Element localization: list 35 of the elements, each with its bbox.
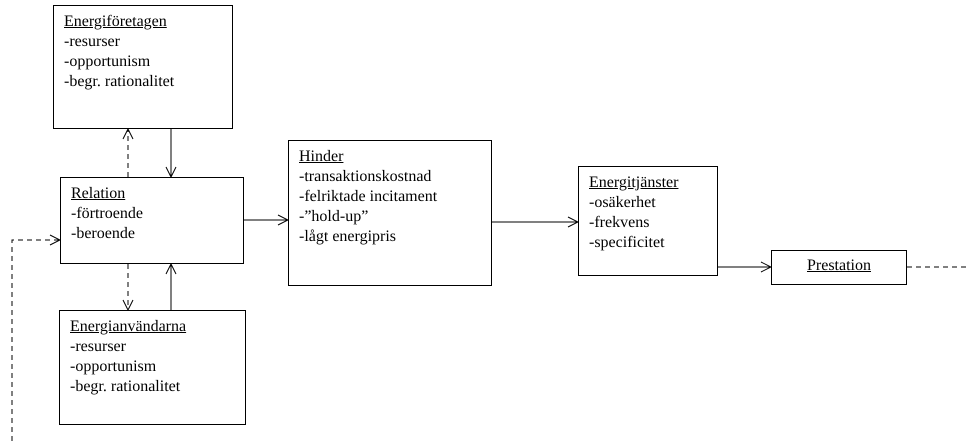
box-heading: Prestation xyxy=(806,256,872,276)
list-item: -osäkerhet xyxy=(589,193,657,213)
arrow xyxy=(244,214,288,226)
list-item: -opportunism xyxy=(70,357,158,377)
box-heading: Energitjänster xyxy=(589,173,680,193)
list-item: -specificitet xyxy=(589,233,666,253)
list-item: -begr. rationalitet xyxy=(64,72,176,92)
arrow xyxy=(122,128,134,178)
list-item: -förtroende xyxy=(71,204,144,224)
process-box xyxy=(59,310,246,425)
arrow xyxy=(166,264,176,310)
process-box xyxy=(771,250,907,285)
list-item: -lågt energipris xyxy=(299,227,398,247)
list-item: -beroende xyxy=(71,224,136,244)
box-heading: Energianvändarna xyxy=(70,317,188,337)
list-item: -resurser xyxy=(70,337,127,357)
list-item: -transaktionskostnad xyxy=(299,167,432,187)
list-item: -”hold-up” xyxy=(299,207,370,227)
process-box xyxy=(288,140,492,286)
arrow xyxy=(122,264,134,310)
list-item: -opportunism xyxy=(64,52,152,72)
process-box xyxy=(60,177,244,264)
process-box xyxy=(53,5,233,129)
process-box xyxy=(578,166,718,276)
list-item: -resurser xyxy=(64,32,121,52)
box-heading: Hinder xyxy=(299,147,344,167)
list-item: -begr. rationalitet xyxy=(70,377,182,397)
list-item: -felriktade incitament xyxy=(299,187,438,207)
arrow xyxy=(492,216,578,228)
arrow xyxy=(12,234,60,441)
arrow xyxy=(718,262,772,272)
box-heading: Energiföretagen xyxy=(64,12,168,32)
list-item: -frekvens xyxy=(589,213,650,233)
arrow xyxy=(166,128,176,178)
box-heading: Relation xyxy=(71,184,126,204)
